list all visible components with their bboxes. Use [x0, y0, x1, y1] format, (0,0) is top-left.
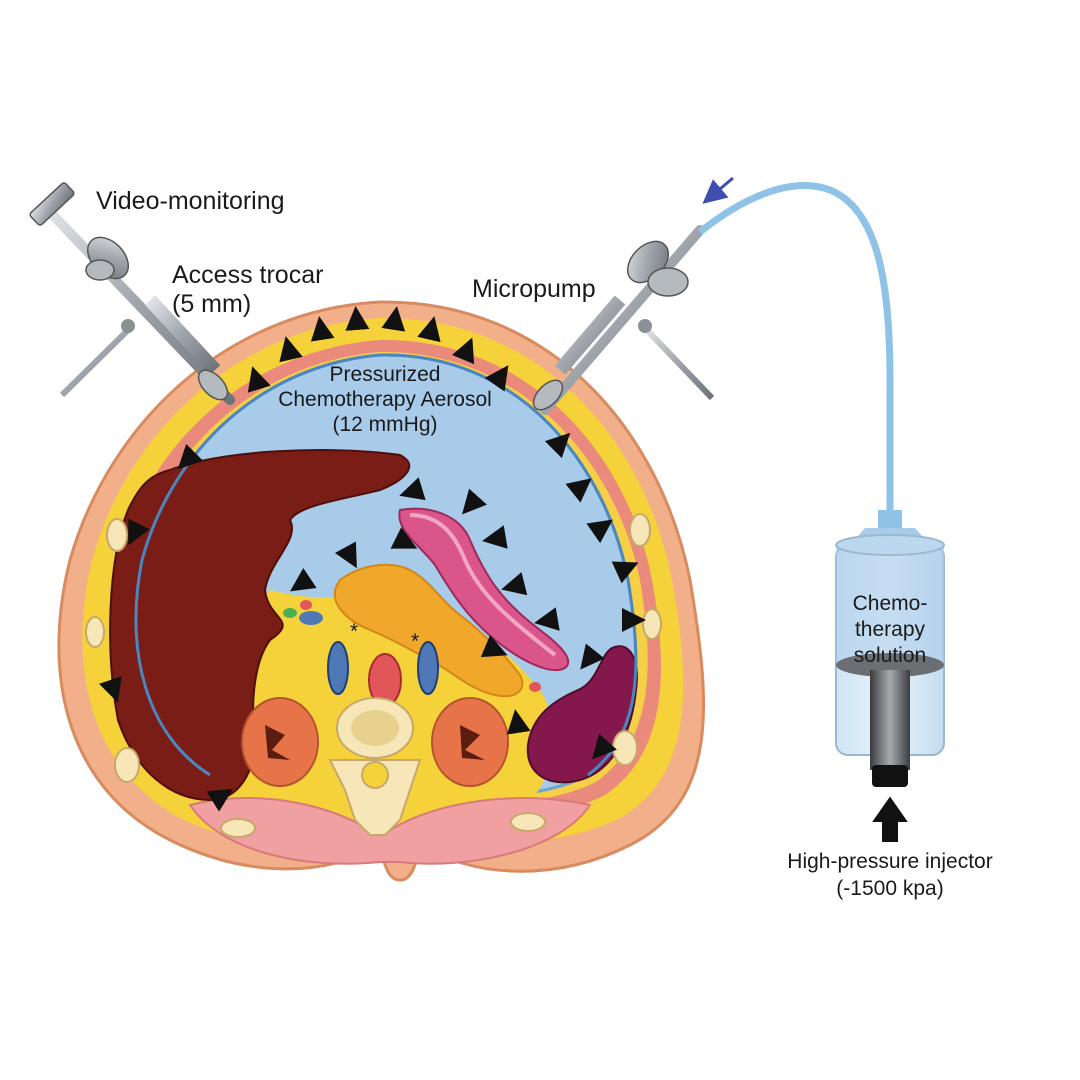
abdomen-cross-section	[57, 300, 706, 882]
solution-label-line2: therapy	[854, 618, 926, 641]
hepatic-artery	[300, 600, 312, 610]
asterisk-right: *	[411, 630, 420, 653]
portal-vein	[299, 611, 323, 625]
injector-label-line2: (-1500 kpa)	[836, 877, 944, 900]
access-trocar-size: (5 mm)	[172, 290, 252, 318]
access-trocar-instrument	[29, 182, 235, 405]
aerosol-label-line2: Chemotherapy Aerosol	[278, 388, 492, 411]
micropump-instrument	[532, 225, 715, 415]
bile-duct	[283, 608, 297, 618]
injector-label-line1: High-pressure injector	[787, 850, 993, 873]
vertebra	[328, 697, 422, 836]
solution-label-line3: solution	[853, 644, 927, 667]
aerosol-label-line3: (12 mmHg)	[332, 413, 438, 436]
access-trocar-title: Access trocar	[172, 261, 324, 289]
aerosol-label: Pressurized Chemotherapy Aerosol (12 mmH…	[250, 362, 520, 437]
stomach-lumen	[409, 513, 557, 657]
asterisk-left: *	[350, 620, 359, 643]
left-vessel	[417, 641, 439, 695]
right-kidney	[241, 697, 319, 787]
liver	[109, 449, 411, 802]
inferior-vena-cava	[327, 641, 349, 695]
injector-label: High-pressure injector (-1500 kpa)	[760, 848, 1020, 902]
access-trocar-label: Access trocar (5 mm)	[172, 261, 323, 319]
rib-sections	[85, 513, 662, 838]
aerosol-arrows	[98, 306, 646, 812]
peritoneal-lining	[134, 353, 381, 777]
solution-label-line1: Chemo-	[852, 592, 928, 615]
high-pressure-injector	[835, 510, 945, 842]
peritoneal-lining-right	[379, 353, 638, 777]
pancreas	[333, 563, 524, 698]
video-monitoring-label: Video-monitoring	[96, 187, 285, 215]
chemotherapy-solution-label: Chemo- therapy solution	[836, 591, 944, 669]
aerosol-label-line1: Pressurized	[329, 363, 441, 386]
aerosol-tubing	[697, 182, 894, 510]
splenic-vessel	[529, 682, 541, 692]
left-kidney	[431, 697, 509, 787]
micropump-label: Micropump	[472, 275, 596, 303]
flow-direction-arrow	[702, 176, 734, 204]
